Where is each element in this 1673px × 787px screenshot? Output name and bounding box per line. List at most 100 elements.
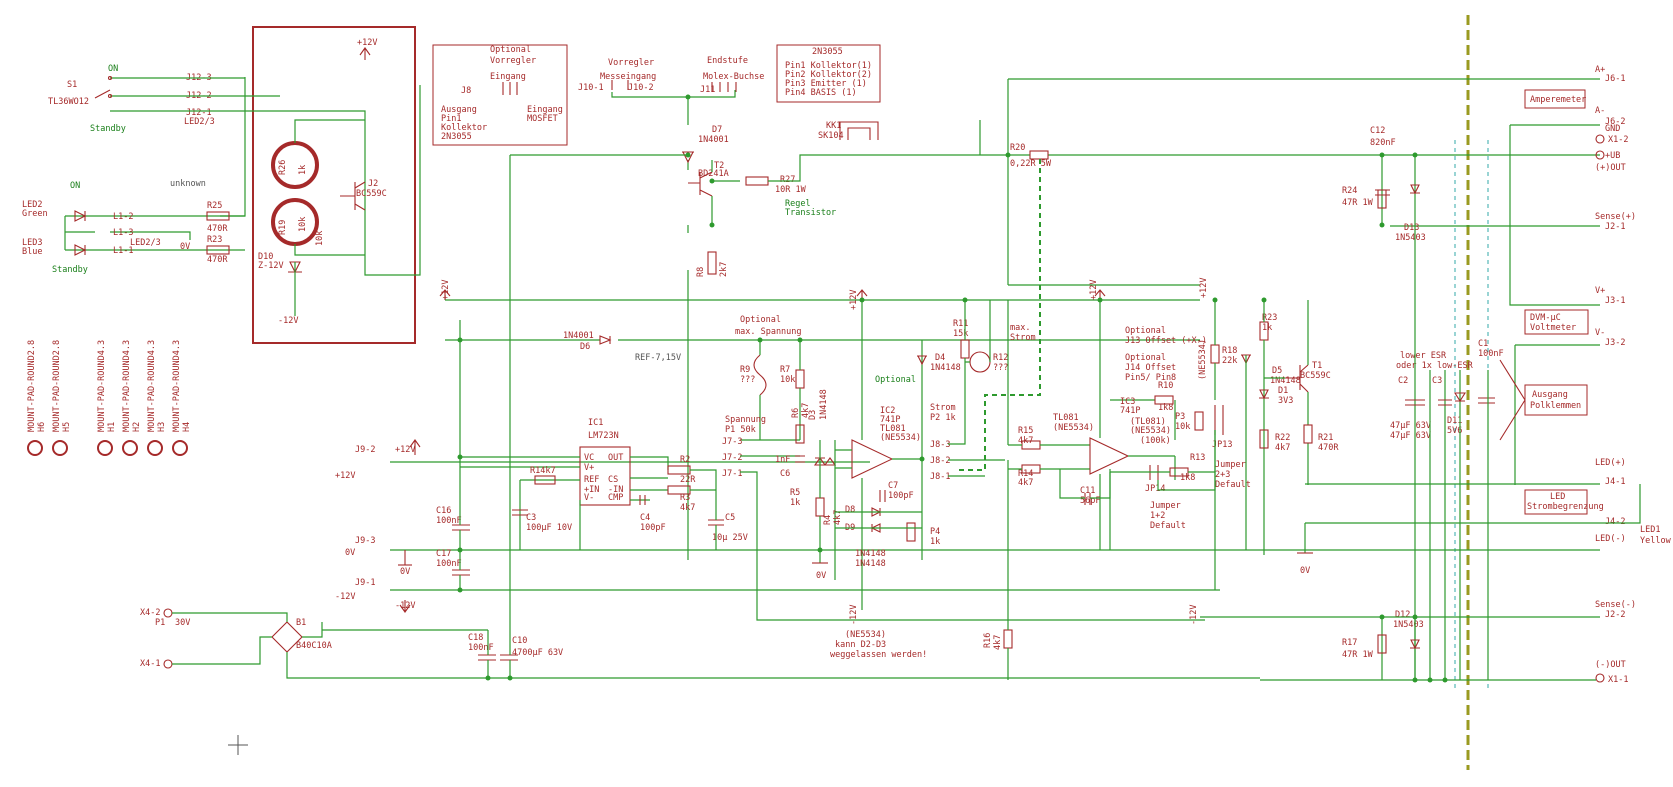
- label-ov-b: 0V: [400, 567, 410, 577]
- resistor-r8: [707, 251, 717, 275]
- label-2n3055-opt: 2N3055: [441, 132, 472, 142]
- ic1-pins-right3: -IN: [608, 485, 623, 495]
- label-r27v: 10R 1W: [775, 185, 807, 195]
- ic1-pins-right2: CS: [608, 475, 618, 485]
- mount-pad-h3: [147, 440, 163, 456]
- ic1-pins-left: VC: [584, 453, 594, 463]
- label-messeingang: Messeingang: [600, 72, 656, 82]
- label-r11: R11: [953, 319, 968, 329]
- label-c3b: C3: [1432, 376, 1442, 386]
- label-strom: Strom: [930, 403, 956, 413]
- label-minus12-d: -12V: [849, 605, 859, 625]
- ic1-lm723: [579, 446, 631, 506]
- label-d1v: 3V3: [1278, 396, 1293, 406]
- label-minus12-b: -12V: [395, 601, 415, 611]
- label-bd241: BD241A: [698, 169, 729, 179]
- label-j7-1: J7-1: [722, 469, 742, 479]
- label-r10: R10: [1158, 381, 1173, 391]
- label-j14: J14 Offset: [1125, 363, 1176, 373]
- label-p1v: 30V: [175, 618, 190, 628]
- mount-id-h5: H5: [62, 422, 72, 432]
- label-jumper1: Jumper: [1215, 460, 1246, 470]
- label-r26: R26: [278, 160, 288, 175]
- label-opt-title: Optional: [490, 45, 531, 55]
- label-tr-pin3: Pin3 Emitter (1): [785, 79, 867, 89]
- label-d10v: Z-12V: [258, 261, 284, 271]
- label-r18v: 22k: [1222, 356, 1237, 366]
- label-max-spannung: max. Spannung: [735, 327, 802, 337]
- mount-pad-h2: [122, 440, 138, 456]
- label-j3-2: J3-2: [1605, 338, 1625, 348]
- label-ic3a: 741P: [1120, 406, 1140, 416]
- label-k10: 10k: [315, 231, 325, 246]
- label-sk104: SK104: [818, 131, 844, 141]
- label-j2-1: J2-1: [1605, 222, 1625, 232]
- label-ic3b: (TL081): [1130, 417, 1166, 427]
- label-r20v: 0,22R 5W: [1010, 159, 1052, 169]
- label-d12v: 1N5403: [1393, 620, 1424, 630]
- label-r16v: 4k7: [993, 635, 1003, 650]
- mount-pad-h6: [27, 440, 43, 456]
- ic1-pins-left5: V-: [584, 493, 594, 503]
- label-r17v: 47R 1W: [1342, 650, 1374, 660]
- label-led23b: LED2/3: [130, 238, 161, 248]
- ic1-pins-left3: REF: [584, 475, 599, 485]
- label-plus12-c: +12V: [441, 280, 451, 300]
- label-plus12-l: +12V: [395, 445, 415, 455]
- label-led2: LED2: [22, 200, 42, 210]
- label-ic3d: (100k): [1140, 436, 1171, 446]
- label-l5: L1-1: [113, 246, 133, 256]
- label-ub: +UB: [1605, 151, 1620, 161]
- label-jumper2b: 1+2: [1150, 511, 1165, 521]
- label-pin1: Pin1: [441, 114, 461, 124]
- label-c17: C17: [436, 549, 451, 559]
- label-ref: REF-7,15V: [635, 353, 681, 363]
- label-c1: C1: [1478, 339, 1488, 349]
- label-optional-a: Optional: [740, 315, 781, 325]
- label-ic2a: 741P: [880, 415, 900, 425]
- label-c4v: 100pF: [640, 523, 666, 533]
- led-box: [1524, 489, 1588, 515]
- label-p4v: 1k: [930, 537, 940, 547]
- label-vplus: V+: [1595, 286, 1605, 296]
- label-p1: P1: [155, 618, 165, 628]
- label-r2v: 22R: [680, 475, 696, 485]
- mount-pad-h5: [52, 440, 68, 456]
- label-j13: J13 Offset (+X-): [1125, 336, 1207, 346]
- label-x4-1: X4-1: [140, 659, 160, 669]
- label-t2: T2: [714, 161, 724, 171]
- label-d5: D5: [1272, 366, 1282, 376]
- label-oder-esr: oder 1x low-ESR: [1396, 361, 1474, 371]
- label-pin58: Pin5/ Pin8: [1125, 373, 1176, 383]
- label-ic3c: (NE5534): [1130, 426, 1171, 436]
- label-opt-vorregler: Vorregler: [490, 56, 536, 66]
- label-r6: R6: [791, 408, 801, 418]
- label-d12: D12: [1395, 610, 1410, 620]
- junction-dots: [457, 94, 1448, 683]
- label-r4: R4: [823, 515, 833, 525]
- label-c16v: 100nF: [436, 516, 462, 526]
- label-minusout: (-)OUT: [1595, 660, 1626, 670]
- resistor-r20: [1029, 150, 1049, 160]
- label-1n4001: 1N4001: [698, 135, 729, 145]
- label-r24: R24: [1342, 186, 1357, 196]
- label-r22: R22: [1275, 433, 1290, 443]
- label-c3: C3: [526, 513, 536, 523]
- label-d6: D6: [580, 342, 590, 352]
- label-l3: L1-3: [113, 228, 133, 238]
- label-j9-2: J9-2: [355, 445, 375, 455]
- label-c3v: 100µF 10V: [526, 523, 572, 533]
- label-d5v: 1N4148: [1270, 376, 1301, 386]
- label-j2-2: J2-2: [1605, 610, 1625, 620]
- optional-box: [432, 44, 568, 146]
- label-led-box: LED: [1550, 492, 1565, 502]
- ic1-pins-right: OUT: [608, 453, 623, 463]
- mount-pads: MOUNT-PAD-ROUND2.8 H6 MOUNT-PAD-ROUND2.8…: [27, 340, 192, 456]
- label-r11v: 15k: [953, 329, 968, 339]
- label-amperemeter: Amperemeter: [1530, 95, 1586, 105]
- label-blue: Blue: [22, 247, 42, 257]
- label-aminus: A-: [1595, 106, 1605, 116]
- label-j2: J2: [368, 179, 378, 189]
- mount-id-h4: H4: [182, 422, 192, 432]
- label-r8: R8: [696, 267, 706, 277]
